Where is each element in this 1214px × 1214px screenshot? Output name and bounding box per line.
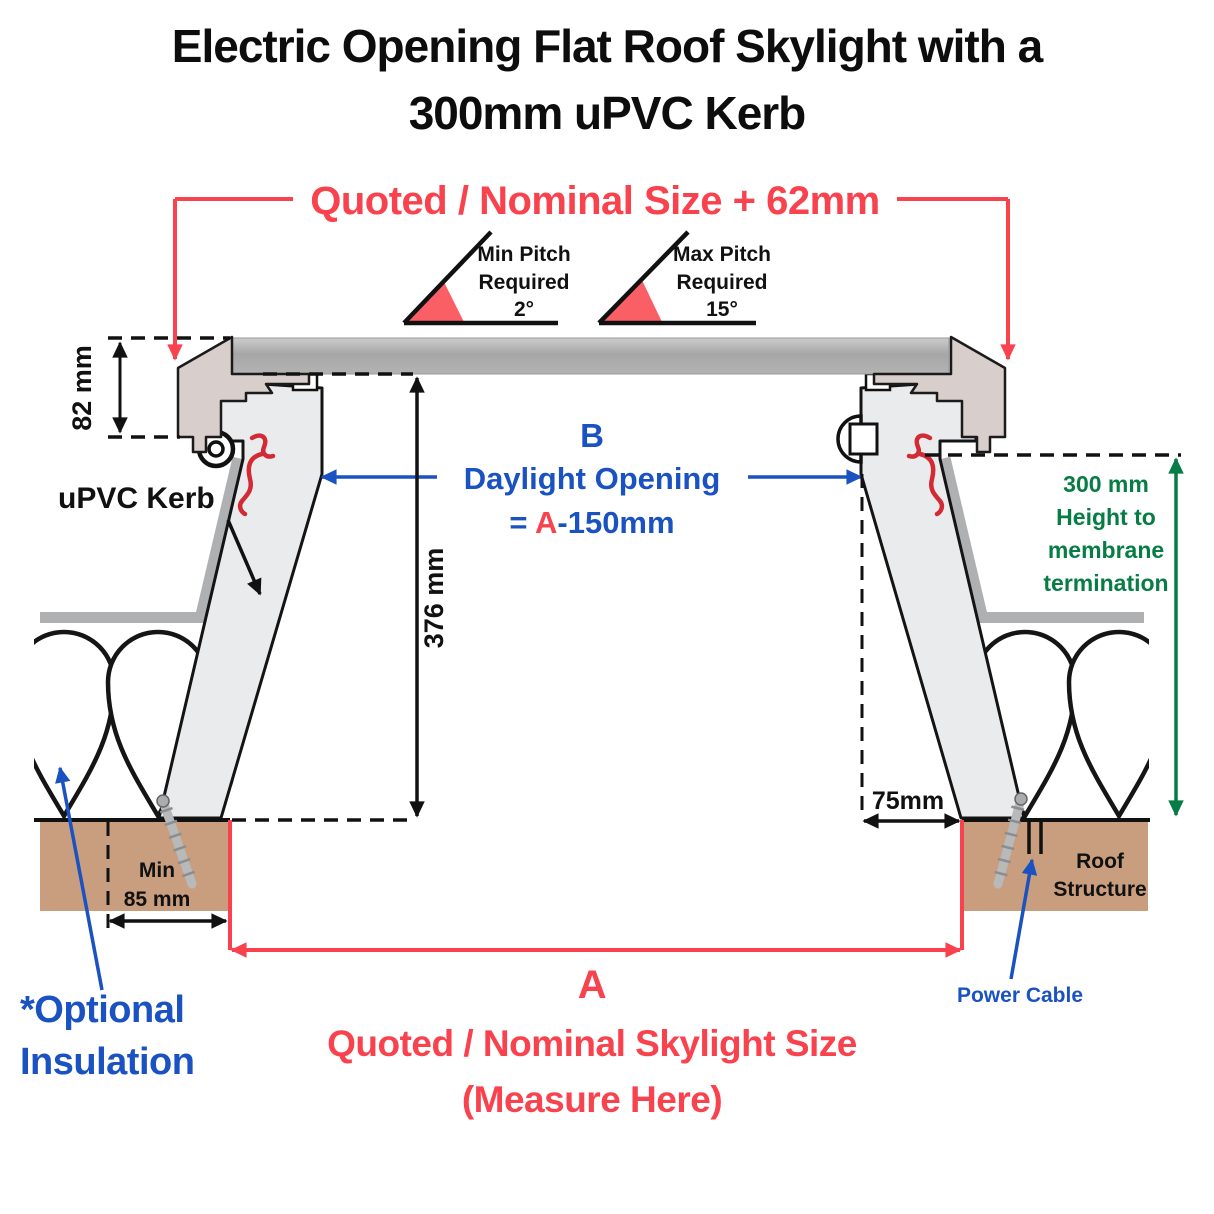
min-pitch-label-1: Min Pitch bbox=[477, 243, 570, 266]
power-cable-callout: Power Cable bbox=[957, 858, 1083, 1007]
membrane-termination-dimension: 300 mm Height to membrane termination bbox=[925, 453, 1184, 817]
screw-head bbox=[1014, 792, 1028, 806]
optional-insulation-callout: *Optional Insulation bbox=[20, 766, 195, 1083]
insulation-loop bbox=[34, 629, 117, 820]
kerb-pointer-arrow bbox=[226, 519, 262, 596]
min-pitch-value: 2° bbox=[514, 298, 534, 321]
membrane-height-label-2: Height to bbox=[1056, 504, 1156, 530]
nominal-size-dimension: A Quoted / Nominal Skylight Size (Measur… bbox=[228, 820, 964, 1120]
membrane-height-label-4: termination bbox=[1043, 570, 1168, 596]
membrane-strip-right bbox=[972, 612, 1144, 623]
daylight-letter: B bbox=[580, 417, 604, 454]
max-pitch-label-2: Required bbox=[676, 271, 767, 294]
sash-frame-right bbox=[872, 335, 1007, 454]
diagram-title-line2: 300mm uPVC Kerb bbox=[409, 87, 806, 139]
membrane-upstand-left bbox=[195, 456, 244, 617]
daylight-label: Daylight Opening bbox=[464, 461, 721, 496]
nominal-size-letter: A bbox=[578, 963, 606, 1007]
kerb-body-right bbox=[859, 382, 1026, 820]
upvc-kerb-right bbox=[836, 382, 1026, 820]
optional-insulation-label-2: Insulation bbox=[20, 1041, 194, 1083]
max-pitch-indicator: Max Pitch Required 15° bbox=[597, 230, 771, 326]
power-cable-pointer-arrow bbox=[1009, 858, 1038, 980]
base-offset-dimension: 75mm bbox=[860, 474, 961, 829]
max-pitch-label-1: Max Pitch bbox=[673, 243, 771, 266]
pitch-angle-fill bbox=[600, 278, 662, 322]
optional-insulation-label-1: *Optional bbox=[20, 989, 184, 1031]
nominal-size-label-1: Quoted / Nominal Skylight Size bbox=[327, 1023, 857, 1064]
daylight-opening-dimension: B Daylight Opening = A-150mm bbox=[320, 417, 863, 540]
screw-shaft bbox=[993, 794, 1026, 889]
min-fixing-label-2: 85 mm bbox=[124, 888, 191, 911]
pitch-slope bbox=[597, 230, 690, 325]
daylight-eq-prefix: = bbox=[509, 505, 535, 540]
pitch-slope bbox=[402, 230, 493, 325]
power-cable-wires bbox=[1027, 822, 1043, 854]
min-fixing-label-1: Min bbox=[139, 859, 175, 882]
frame-height-label: 82 mm bbox=[67, 345, 97, 431]
base-offset-label: 75mm bbox=[872, 787, 944, 815]
insulation-pointer-arrow bbox=[55, 766, 104, 991]
screw-shaft bbox=[158, 796, 197, 889]
screw-head bbox=[156, 794, 170, 808]
roof-membrane bbox=[40, 456, 1144, 623]
roof-structure-right bbox=[962, 818, 1150, 911]
fixing-screw-left bbox=[156, 794, 197, 889]
kerb-label: uPVC Kerb bbox=[58, 482, 215, 515]
min-fixing-dimension: Min 85 mm bbox=[106, 822, 228, 930]
membrane-upstand-right bbox=[939, 456, 988, 617]
daylight-equation: = A-150mm bbox=[509, 505, 674, 540]
glass-panel bbox=[231, 337, 950, 375]
hinge-pin-icon bbox=[207, 440, 225, 458]
roof-structure-label-1: Roof bbox=[1076, 850, 1125, 873]
kerb-body-left bbox=[157, 382, 324, 820]
min-pitch-indicator: Min Pitch Required 2° bbox=[402, 230, 571, 326]
sash-frame-left bbox=[176, 335, 311, 454]
diagram-title-line1: Electric Opening Flat Roof Skylight with… bbox=[172, 20, 1044, 72]
roof-deck-block-right bbox=[962, 821, 1148, 911]
roof-structure-label-2: Structure bbox=[1053, 878, 1146, 901]
pitch-angle-fill bbox=[405, 280, 464, 322]
min-pitch-label-2: Required bbox=[478, 271, 569, 294]
gasket-seal-right bbox=[906, 433, 945, 517]
membrane-strip-left bbox=[40, 612, 208, 623]
power-cable-label: Power Cable bbox=[957, 984, 1083, 1007]
membrane-height-label-3: membrane bbox=[1048, 537, 1164, 563]
nominal-size-label-2: (Measure Here) bbox=[462, 1079, 722, 1120]
roof-structure-callout: Roof Structure bbox=[1053, 850, 1146, 901]
kerb-height-dimension: 376 mm bbox=[263, 372, 449, 818]
kerb-callout: uPVC Kerb bbox=[58, 482, 262, 596]
top-width-dimension-label: Quoted / Nominal Size + 62mm bbox=[310, 179, 879, 223]
insulation-loop bbox=[1066, 629, 1149, 820]
frame-height-dimension: 82 mm bbox=[67, 336, 230, 439]
upvc-kerb-left bbox=[157, 382, 324, 820]
daylight-eq-suffix: -150mm bbox=[557, 505, 674, 540]
max-pitch-value: 15° bbox=[706, 298, 738, 321]
top-width-dimension: Quoted / Nominal Size + 62mm bbox=[167, 179, 1016, 361]
daylight-eq-variable: A bbox=[535, 505, 557, 540]
actuator-bracket bbox=[848, 422, 879, 456]
fixing-screw-right bbox=[993, 792, 1028, 889]
gasket-seal-left bbox=[237, 433, 276, 517]
membrane-height-label-1: 300 mm bbox=[1063, 471, 1149, 497]
kerb-height-label: 376 mm bbox=[419, 548, 449, 649]
